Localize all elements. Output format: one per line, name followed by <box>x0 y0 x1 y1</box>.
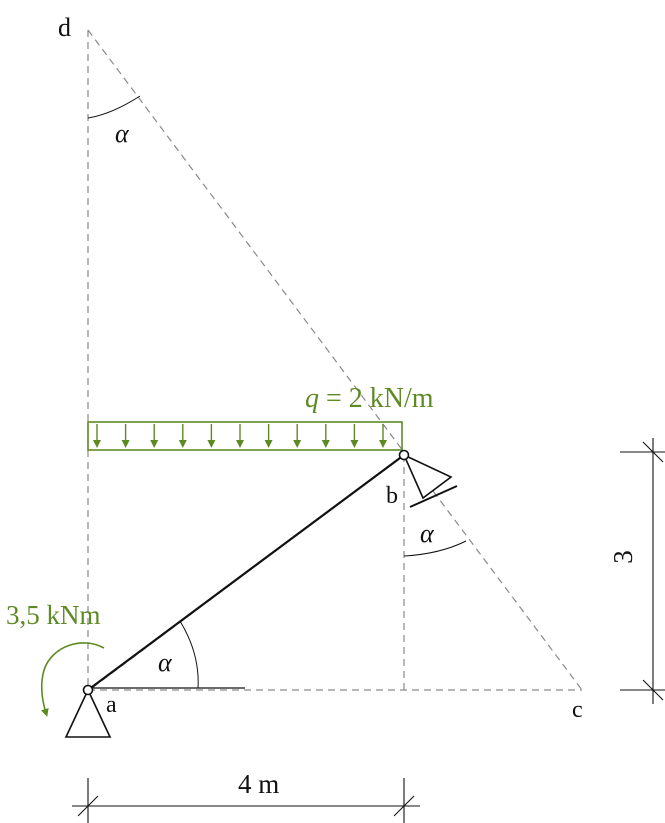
load-arrow-head <box>264 440 273 448</box>
label-load-value: = 2 kN/m <box>319 383 434 414</box>
load-arrow-head <box>150 440 159 448</box>
angle-arc-b <box>403 540 467 557</box>
hinge-b <box>398 449 410 461</box>
label-point-d: d <box>58 13 71 42</box>
load-arrow-head <box>321 440 330 448</box>
angle-arcs <box>87 95 467 689</box>
label-moment: 3,5 kNm <box>6 600 101 630</box>
support-b-triangle <box>402 453 453 500</box>
inclined-line-d-c <box>87 29 583 691</box>
construction-lines <box>87 29 583 691</box>
load-arrow-head <box>379 440 387 448</box>
distributed-load <box>87 421 403 451</box>
support-b-roller-line <box>409 485 458 508</box>
dimension-horizontal <box>72 778 420 823</box>
load-arrow-head <box>236 440 244 448</box>
load-arrow-head <box>93 440 101 448</box>
load-arrows <box>93 424 387 448</box>
moment-arrow <box>41 642 105 717</box>
load-arrow-head <box>293 440 302 448</box>
beam-a-b <box>87 454 405 691</box>
label-angle-a: α <box>158 648 173 677</box>
dim-h-tick-right <box>393 795 415 817</box>
load-arrow-head <box>121 440 130 448</box>
angle-arc-d <box>87 95 141 119</box>
label-load-symbol: q <box>305 383 319 414</box>
label-angle-b: α <box>420 519 435 548</box>
label-point-b: b <box>386 483 398 509</box>
dim-v-tick-top <box>642 441 664 463</box>
support-b <box>398 449 458 508</box>
hinge-a <box>82 684 94 696</box>
label-angle-d: α <box>115 119 130 148</box>
label-load: q = 2 kN/m <box>305 383 434 414</box>
support-a <box>64 684 112 738</box>
load-arrow-head <box>350 440 359 448</box>
angle-arc-a <box>179 620 199 689</box>
dimension-vertical <box>620 438 665 704</box>
load-arrow-head <box>207 440 216 448</box>
label-dim-horizontal: 4 m <box>238 769 279 799</box>
dim-v-tick-bottom <box>642 679 664 701</box>
label-point-c: c <box>572 697 583 723</box>
label-point-a: a <box>106 692 117 718</box>
label-dim-vertical: 3 <box>608 550 638 564</box>
load-box <box>87 421 403 451</box>
load-arrow-head <box>178 440 187 448</box>
support-a-triangle <box>64 688 112 738</box>
dim-h-tick-left <box>77 795 99 817</box>
